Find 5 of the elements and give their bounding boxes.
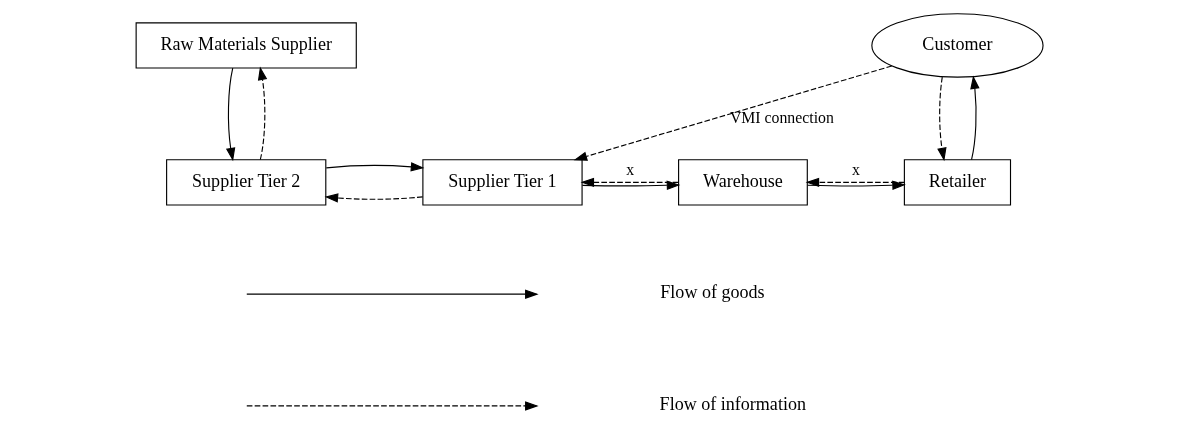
- edge-label: x: [626, 160, 635, 178]
- edge-label: VMI connection: [729, 108, 834, 126]
- legend-label: Flow of goods: [660, 281, 765, 302]
- legend-label: Flow of information: [659, 393, 806, 414]
- edge-label: x: [851, 160, 860, 178]
